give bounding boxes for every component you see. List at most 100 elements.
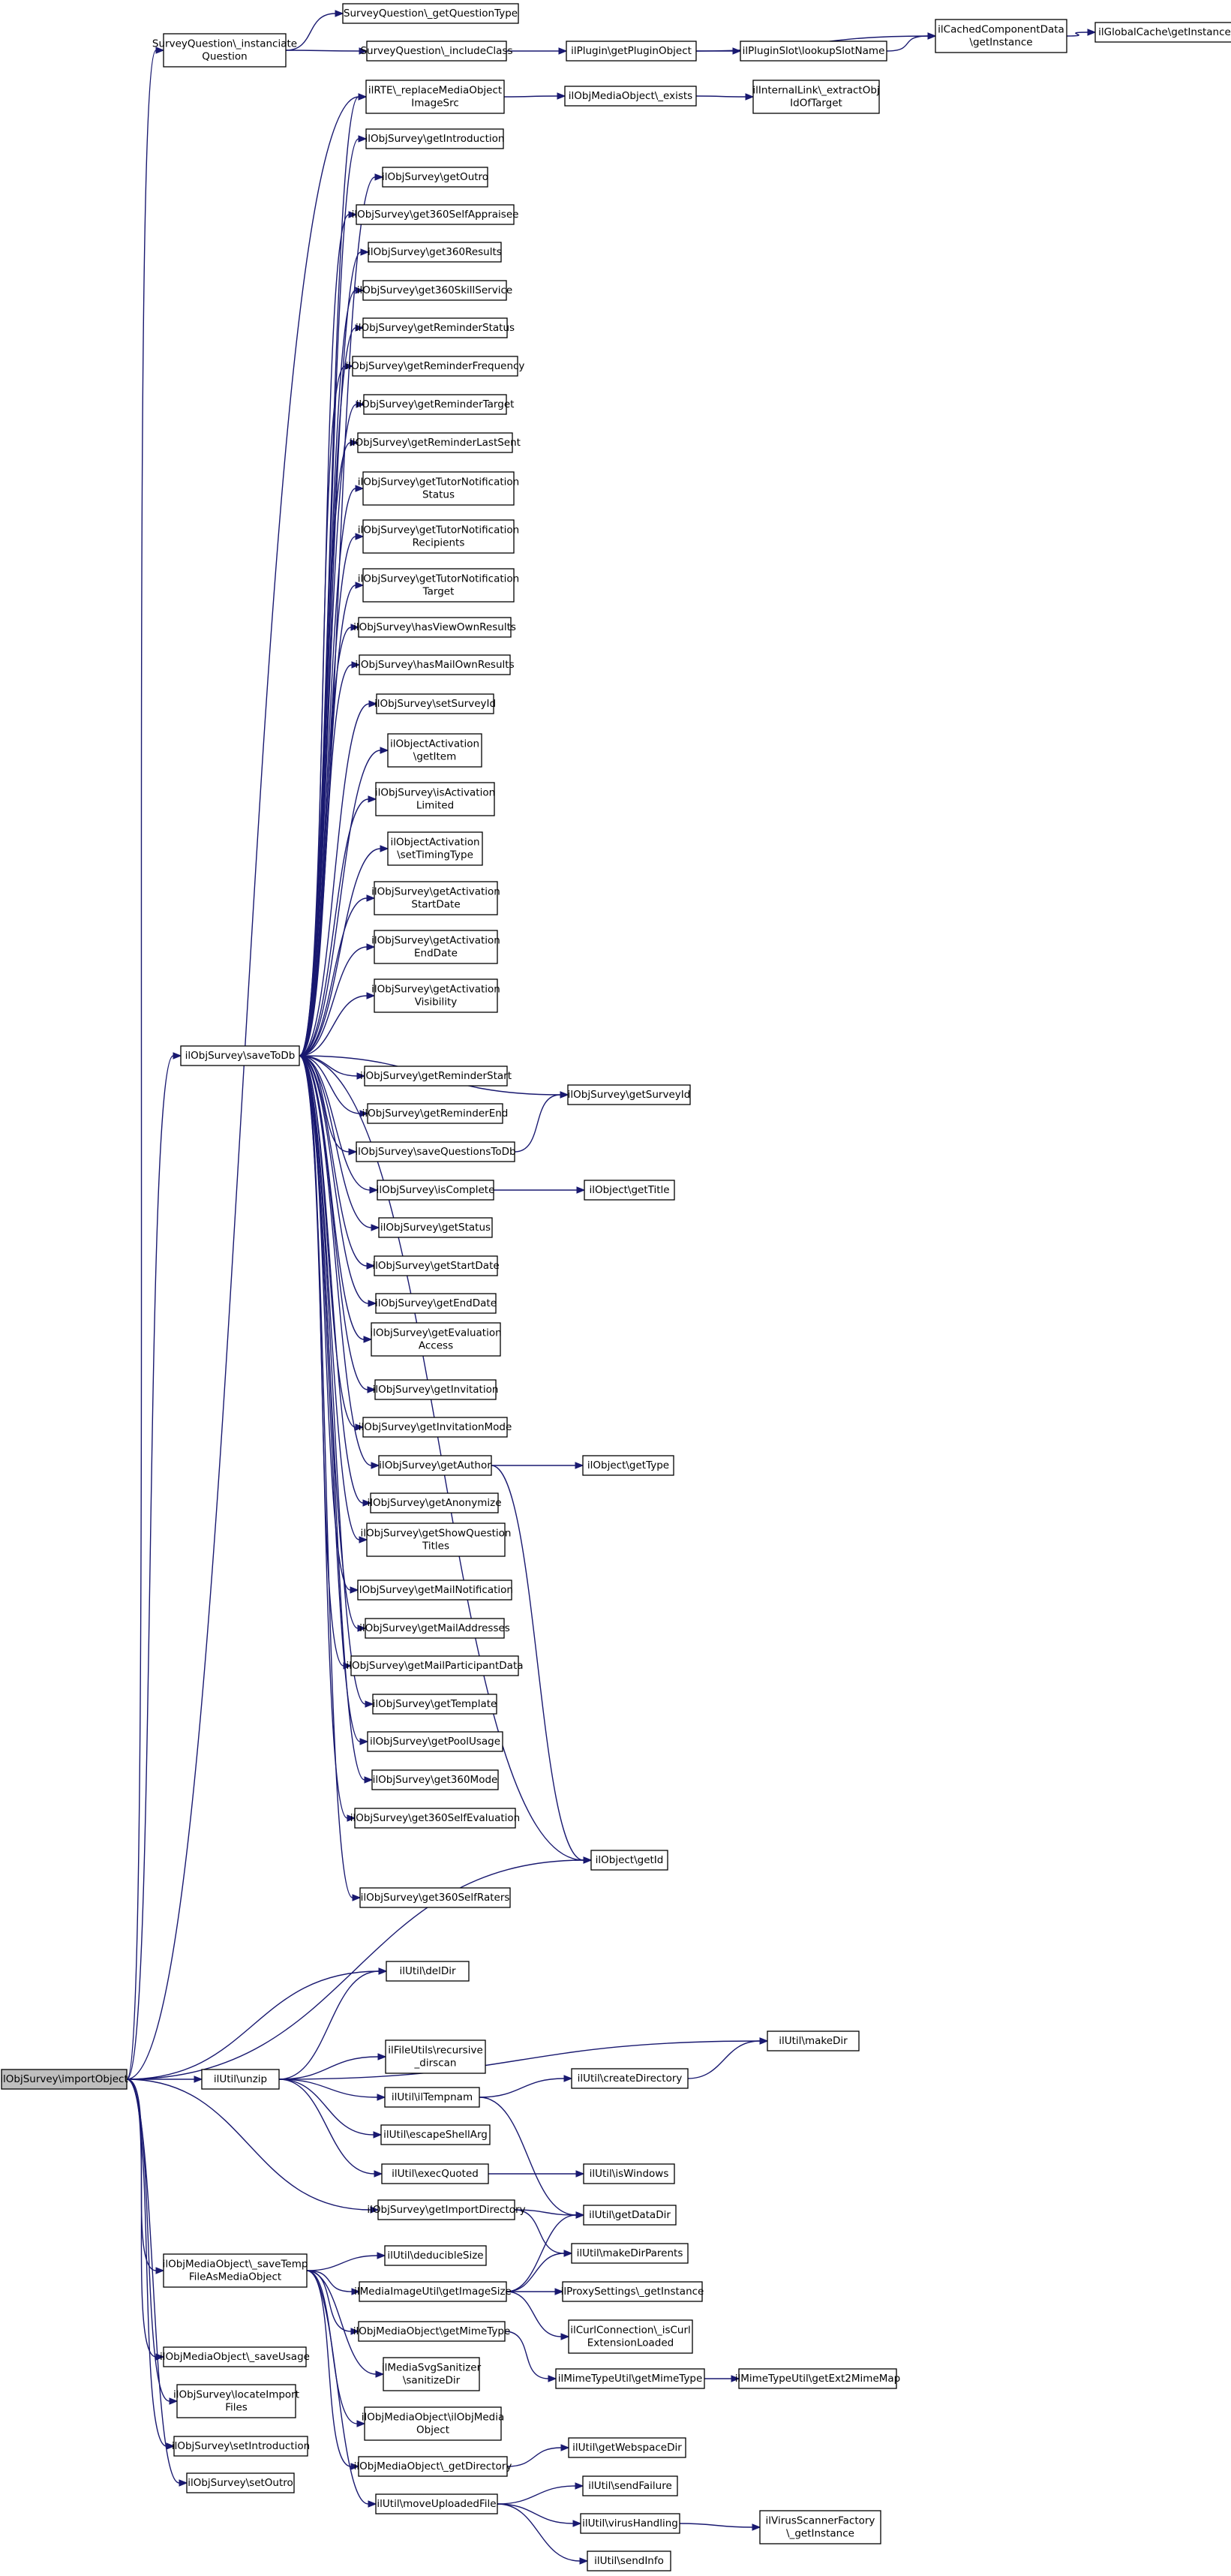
node-get-reminder-frequency[interactable]: ilObjSurvey\getReminderFrequency <box>346 356 525 377</box>
node-get-360-self-appraisee[interactable]: ilObjSurvey\get360SelfAppraisee <box>352 204 519 225</box>
node-media-object-constructor[interactable]: ilObjMediaObject\ilObjMediaObject <box>362 2406 505 2441</box>
node-util-make-dir[interactable]: ilUtil\makeDir <box>767 2030 860 2051</box>
node-object-get-id[interactable]: ilObject\getId <box>590 1850 668 1871</box>
node-box <box>366 1522 506 1557</box>
node-get-mail-notification[interactable]: ilObjSurvey\getMailNotification <box>356 1580 513 1601</box>
node-util-make-dir-parents[interactable]: ilUtil\makeDirParents <box>571 2243 689 2264</box>
node-get-introduction[interactable]: ilObjSurvey\getIntroduction <box>365 128 505 149</box>
node-box <box>562 2281 703 2302</box>
node-cached-component-data[interactable]: ilCachedComponentData\getInstance <box>935 19 1067 53</box>
node-util-il-tempnam[interactable]: ilUtil\ilTempnam <box>384 2087 480 2108</box>
node-util-move-uploaded-file[interactable]: ilUtil\moveUploadedFile <box>375 2493 498 2514</box>
node-util-exec-quoted[interactable]: ilUtil\execQuoted <box>381 2163 489 2184</box>
node-get-plugin-object[interactable]: ilPlugin\getPluginObject <box>566 41 697 62</box>
node-box <box>374 930 498 964</box>
node-save-temp-file-as-media-object[interactable]: ilObjMediaObject\_saveTempFileAsMediaObj… <box>163 2253 308 2288</box>
node-get-mail-addresses[interactable]: ilObjSurvey\getMailAddresses <box>359 1618 510 1639</box>
node-get-end-date[interactable]: ilObjSurvey\getEndDate <box>375 1293 497 1314</box>
node-media-object-get-mime-type[interactable]: ilObjMediaObject\getMimeType <box>353 2321 511 2342</box>
node-util-send-failure[interactable]: ilUtil\sendFailure <box>582 2475 678 2496</box>
node-util-send-info[interactable]: ilUtil\sendInfo <box>587 2550 671 2571</box>
node-proxy-settings-get-instance[interactable]: ilProxySettings\_getInstance <box>561 2281 704 2302</box>
node-get-reminder-status[interactable]: ilObjSurvey\getReminderStatus <box>356 317 515 338</box>
node-get-template[interactable]: ilObjSurvey\getTemplate <box>372 1694 497 1715</box>
node-label: ilObject\getTitle <box>589 1184 669 1196</box>
node-util-deducible-size[interactable]: ilUtil\deducibleSize <box>384 2245 487 2266</box>
node-box <box>372 1694 497 1715</box>
node-get-import-directory[interactable]: ilObjSurvey\getImportDirectory <box>367 2199 526 2220</box>
node-get-author[interactable]: ilObjSurvey\getAuthor <box>378 1455 492 1476</box>
node-util-virus-handling[interactable]: ilUtil\virusHandling <box>580 2513 680 2534</box>
node-set-introduction[interactable]: ilObjSurvey\setIntroduction <box>172 2436 310 2457</box>
node-mime-type-util-get-mime-type[interactable]: ilMimeTypeUtil\getMimeType <box>555 2368 705 2389</box>
node-get-360-self-raters[interactable]: ilObjSurvey\get360SelfRaters <box>359 1887 511 1908</box>
node-get-status[interactable]: ilObjSurvey\getStatus <box>378 1217 493 1238</box>
node-virus-scanner-factory-get-instance[interactable]: ilVirusScannerFactory\_getInstance <box>759 2510 881 2544</box>
edge-media-image-get-image-size-to-proxy-settings-get-instance <box>506 2288 564 2295</box>
node-has-view-own-results[interactable]: ilObjSurvey\hasViewOwnResults <box>353 617 516 638</box>
node-media-object-get-directory[interactable]: ilObjMediaObject\_getDirectory <box>354 2456 512 2477</box>
node-util-del-dir[interactable]: ilUtil\delDir <box>386 1961 470 1982</box>
node-get-anonymize[interactable]: ilObjSurvey\getAnonymize <box>367 1492 502 1513</box>
node-get-question-type[interactable]: SurveyQuestion\_getQuestionType <box>342 3 519 24</box>
node-get-start-date[interactable]: ilObjSurvey\getStartDate <box>372 1255 500 1276</box>
node-mime-type-util-get-ext2-mime-map[interactable]: ilMimeTypeUtil\getExt2MimeMap <box>735 2368 901 2389</box>
node-set-outro[interactable]: ilObjSurvey\setOutro <box>186 2472 295 2493</box>
node-svg-sanitize-dir[interactable]: ilMediaSvgSanitizer\sanitizeDir <box>382 2357 482 2391</box>
node-is-complete[interactable]: ilObjSurvey\isComplete <box>377 1180 495 1201</box>
node-save-usage[interactable]: ilObjMediaObject\_saveUsage <box>160 2346 310 2367</box>
node-util-unzip[interactable]: ilUtil\unzip <box>201 2069 280 2090</box>
node-box <box>382 167 488 188</box>
node-get-reminder-end[interactable]: ilObjSurvey\getReminderEnd <box>362 1103 509 1124</box>
node-lookup-slot-name[interactable]: ilPluginSlot\lookupSlotName <box>740 41 887 62</box>
node-recursive-dirscan[interactable]: ilFileUtils\recursive_dirscan <box>385 2039 486 2074</box>
node-activation-get-item[interactable]: ilObjectActivation\getItem <box>387 733 482 768</box>
node-util-escape-shell-arg[interactable]: ilUtil\escapeShellArg <box>380 2124 491 2145</box>
node-global-cache[interactable]: ilGlobalCache\getInstance <box>1094 22 1231 43</box>
node-get-360-skill-service[interactable]: ilObjSurvey\get360SkillService <box>357 280 512 301</box>
node-object-get-title[interactable]: ilObject\getTitle <box>584 1180 675 1201</box>
node-get-360-mode[interactable]: ilObjSurvey\get360Mode <box>371 1769 499 1790</box>
node-media-image-get-image-size[interactable]: ilMediaImageUtil\getImageSize <box>354 2281 512 2302</box>
node-get-reminder-start[interactable]: ilObjSurvey\getReminderStart <box>360 1066 512 1087</box>
node-activation-set-timing-type[interactable]: ilObjectActivation\setTimingType <box>387 831 483 866</box>
node-box <box>375 1293 497 1314</box>
node-get-pool-usage[interactable]: ilObjSurvey\getPoolUsage <box>367 1731 503 1752</box>
node-get-360-results[interactable]: ilObjSurvey\get360Results <box>368 242 502 263</box>
node-get-outro[interactable]: ilObjSurvey\getOutro <box>382 167 488 188</box>
node-util-get-webspace-dir[interactable]: ilUtil\getWebspaceDir <box>568 2437 686 2458</box>
node-save-questions-to-db[interactable]: ilObjSurvey\saveQuestionsToDb <box>355 1141 516 1162</box>
node-get-survey-id[interactable]: ilObjSurvey\getSurveyId <box>567 1084 691 1105</box>
node-box <box>582 1455 674 1476</box>
node-util-create-directory[interactable]: ilUtil\createDirectory <box>571 2068 689 2089</box>
node-util-get-data-dir[interactable]: ilUtil\getDataDir <box>583 2205 677 2226</box>
node-get-mail-participant-data[interactable]: ilObjSurvey\getMailParticipantData <box>346 1655 524 1676</box>
node-include-class[interactable]: SurveyQuestion\_includeClass <box>360 41 513 62</box>
node-get-360-self-evaluation[interactable]: ilObjSurvey\get360SelfEvaluation <box>350 1808 521 1829</box>
node-get-tutor-notification-recipients[interactable]: ilObjSurvey\getTutorNotificationRecipien… <box>358 519 519 554</box>
node-util-is-windows[interactable]: ilUtil\isWindows <box>583 2163 675 2184</box>
node-save-to-db[interactable]: ilObjSurvey\saveToDb <box>180 1045 300 1066</box>
node-set-survey-id[interactable]: ilObjSurvey\setSurveyId <box>374 693 496 714</box>
node-object-get-type[interactable]: ilObject\getType <box>582 1455 674 1476</box>
node-get-reminder-last-sent[interactable]: ilObjSurvey\getReminderLastSent <box>350 432 521 453</box>
node-get-invitation-mode[interactable]: ilObjSurvey\getInvitationMode <box>359 1417 512 1438</box>
node-has-mail-own-results[interactable]: ilObjSurvey\hasMailOwnResults <box>355 654 515 675</box>
node-get-invitation[interactable]: ilObjSurvey\getInvitation <box>373 1379 499 1400</box>
node-media-object-exists[interactable]: ilObjMediaObject\_exists <box>564 86 697 107</box>
node-import-object[interactable]: ilObjSurvey\importObject <box>0 2069 128 2090</box>
node-get-reminder-target[interactable]: ilObjSurvey\getReminderTarget <box>356 394 515 415</box>
